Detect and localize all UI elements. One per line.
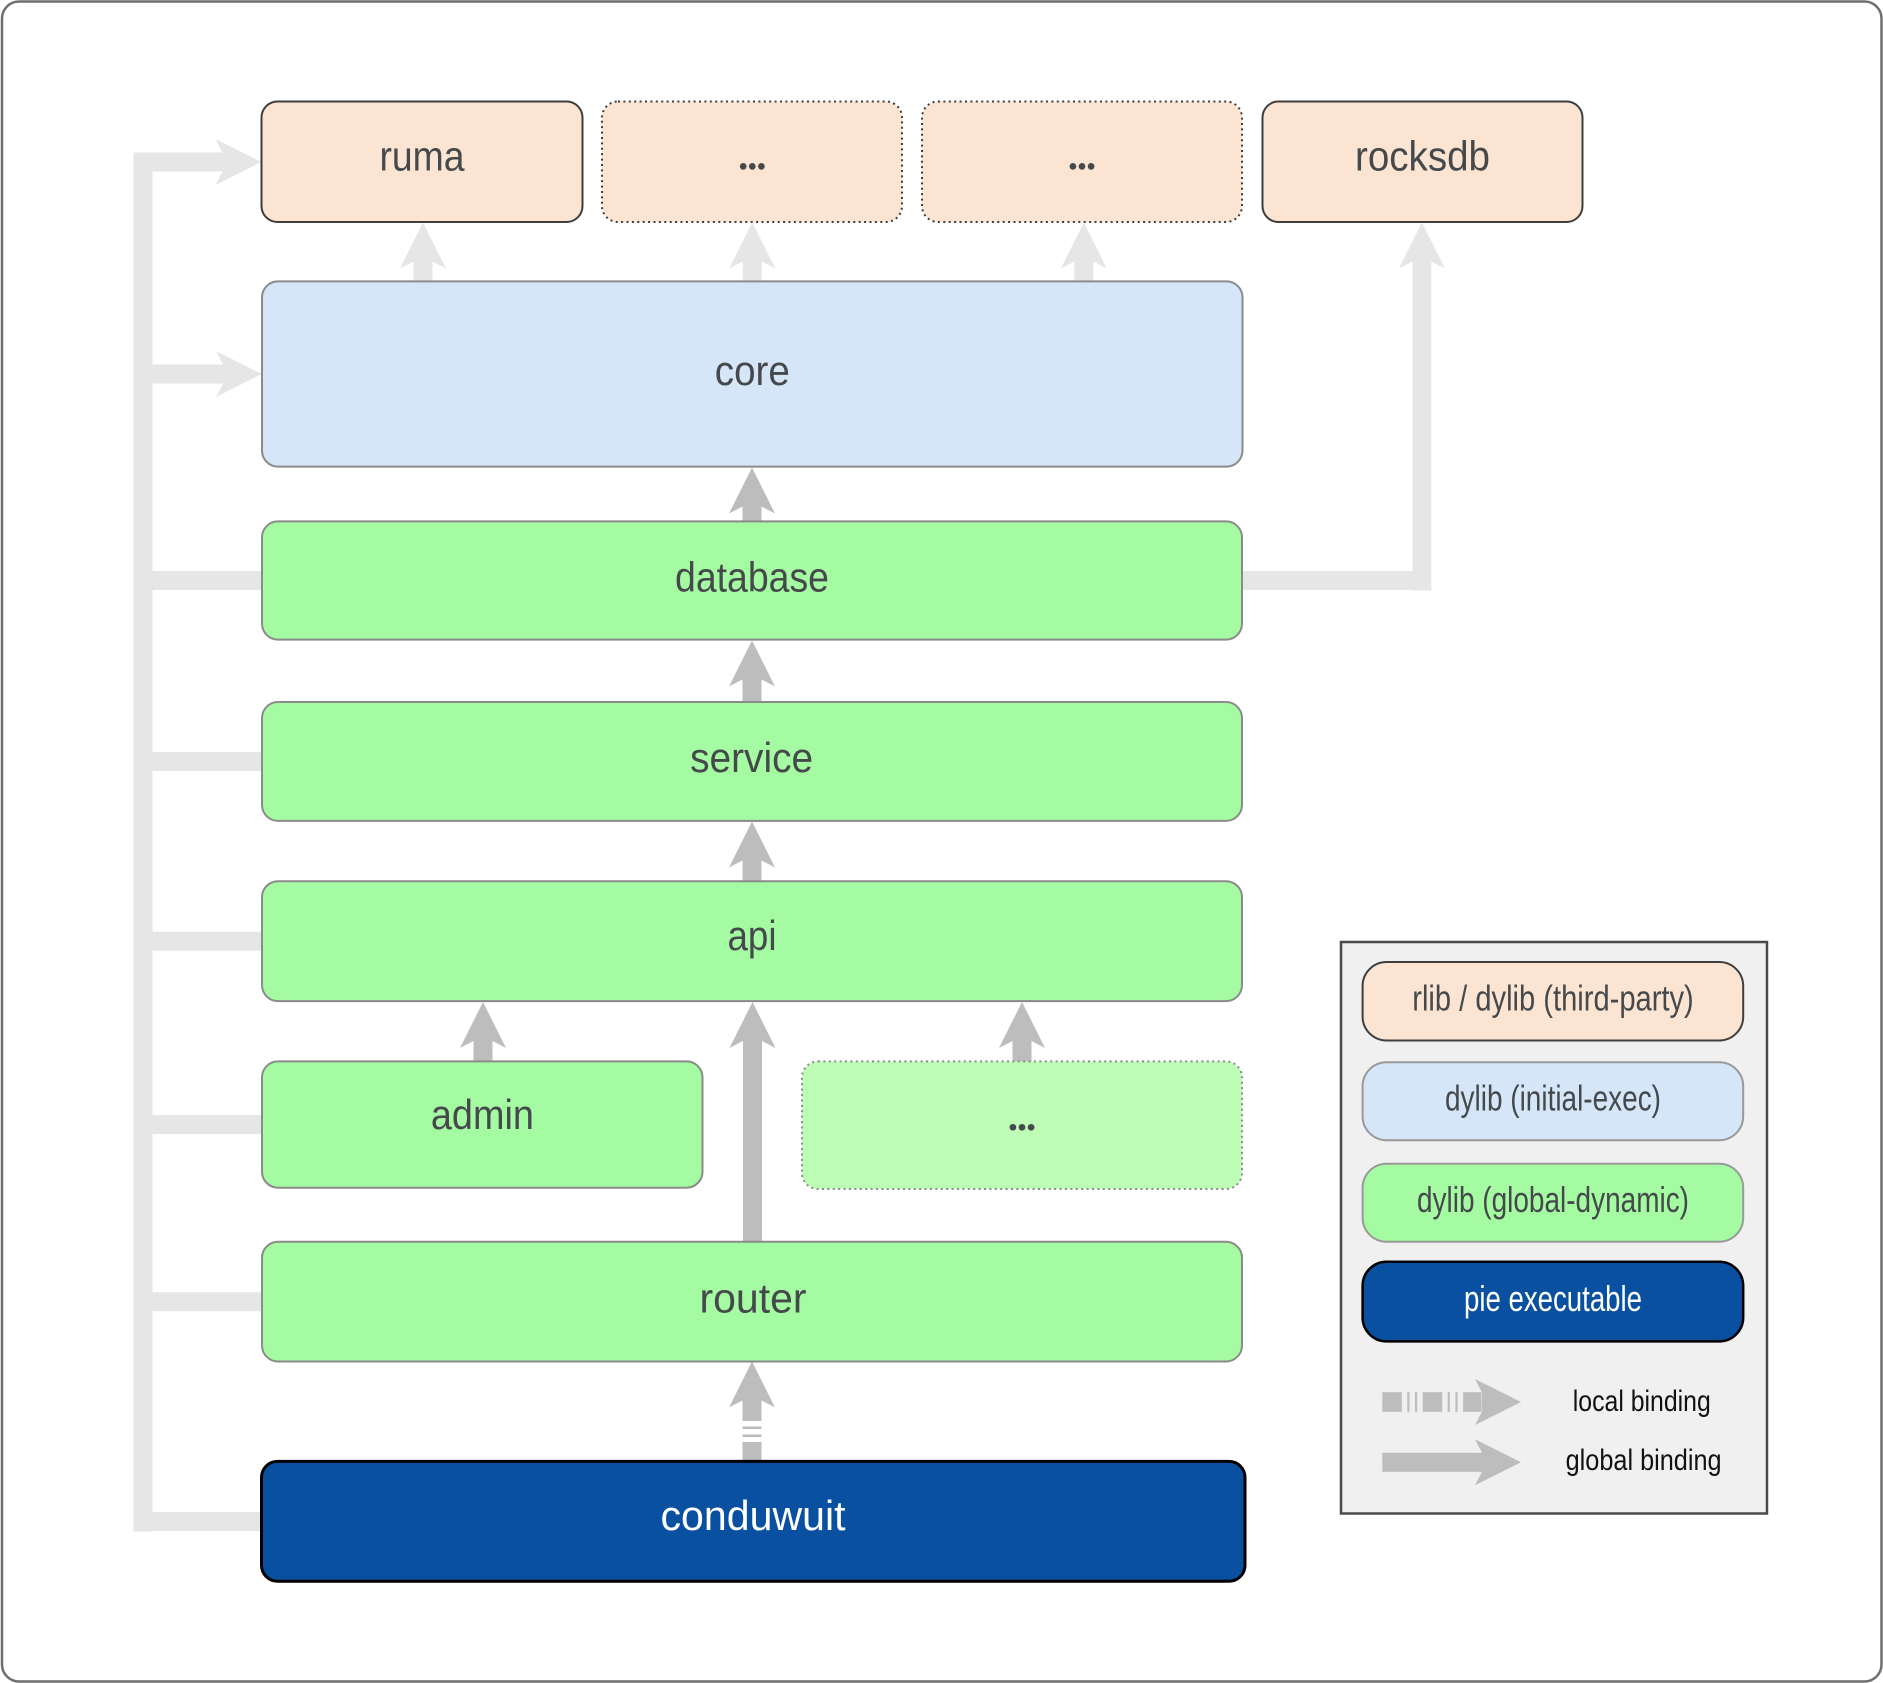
svg-text:global binding: global binding xyxy=(1566,1444,1722,1477)
svg-text:ruma: ruma xyxy=(380,133,466,180)
svg-text:rlib / dylib (third-party): rlib / dylib (third-party) xyxy=(1412,977,1694,1018)
svg-text:core: core xyxy=(715,347,790,394)
svg-text:api: api xyxy=(728,912,777,959)
svg-text:conduwuit: conduwuit xyxy=(661,1492,846,1539)
svg-text:rocksdb: rocksdb xyxy=(1355,133,1490,180)
svg-text:service: service xyxy=(690,734,813,781)
svg-text:router: router xyxy=(700,1275,807,1322)
svg-text:dylib (global-dynamic): dylib (global-dynamic) xyxy=(1417,1179,1689,1220)
svg-text:database: database xyxy=(675,553,829,600)
svg-text:admin: admin xyxy=(431,1091,534,1138)
svg-text:dylib (initial-exec): dylib (initial-exec) xyxy=(1445,1078,1661,1119)
svg-text:local binding: local binding xyxy=(1573,1385,1711,1418)
svg-text:pie executable: pie executable xyxy=(1464,1278,1642,1319)
